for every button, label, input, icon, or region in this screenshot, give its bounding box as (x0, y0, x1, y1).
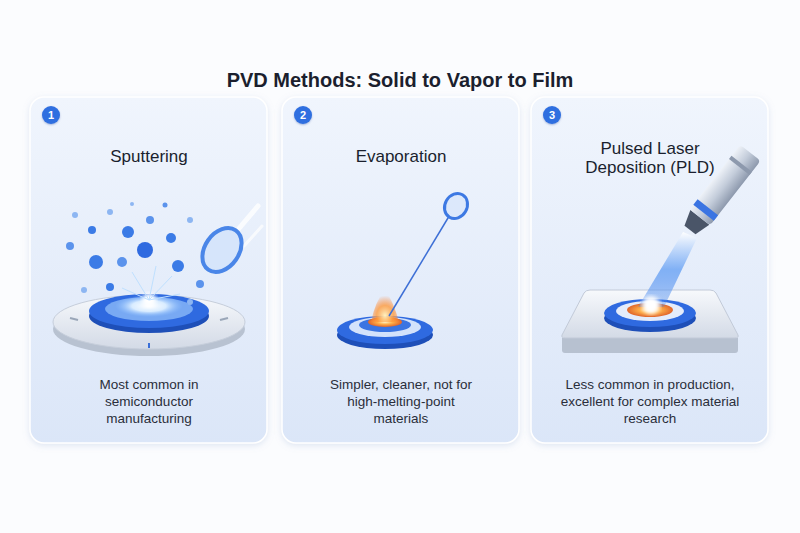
particle (166, 233, 176, 243)
gun-band (693, 199, 718, 221)
evaporation-illustration (337, 189, 472, 349)
particle (72, 212, 78, 218)
particle (172, 260, 184, 272)
method-card: Pulsed Laser Deposition (PLD) Less common… (531, 97, 768, 443)
method-description: Most common in semiconductor manufacturi… (74, 376, 224, 427)
particle (117, 257, 127, 267)
method-heading: Evaporation (301, 147, 501, 166)
particle (130, 202, 134, 206)
spark-ray (149, 266, 156, 300)
particle (137, 242, 153, 258)
substrate-disc (440, 189, 472, 223)
method-description: Simpler, cleaner, not for high-melting-p… (327, 376, 475, 427)
particle (88, 226, 96, 234)
sputtering-illustration (53, 202, 262, 356)
particle (146, 216, 154, 224)
number-badge: 2 (294, 106, 312, 124)
method-heading: Pulsed Laser Deposition (PLD) (564, 139, 736, 177)
callout-number: 2 (300, 110, 306, 121)
motion-streak (236, 206, 258, 232)
method-description: Less common in production, excellent for… (560, 376, 740, 427)
spark-ray (149, 294, 180, 300)
particle (196, 280, 204, 288)
laser-beam (638, 232, 697, 307)
diagram-title: PVD Methods: Solid to Vapor to Film (0, 69, 800, 92)
number-badge: 1 (42, 106, 60, 124)
gun-band (729, 156, 752, 175)
method-card: EvaporationSimpler, cleaner, not for hig… (282, 97, 519, 443)
particle (187, 217, 193, 223)
particle (107, 209, 113, 215)
card-ground (282, 97, 519, 443)
particle (89, 255, 103, 269)
spark-ray (122, 288, 149, 300)
plate-tick (148, 343, 150, 348)
plate-tick (220, 318, 228, 320)
stage-top (562, 290, 738, 338)
motion-streak (244, 226, 262, 246)
plate-tick (70, 318, 78, 320)
vapor-path (389, 213, 451, 316)
number-badge: 3 (543, 106, 561, 124)
callout-number: 1 (48, 110, 54, 121)
particle (81, 287, 87, 293)
card-ground (531, 97, 768, 443)
stage-edge (562, 338, 738, 353)
impact-glow (642, 296, 660, 314)
particle (106, 283, 114, 291)
particle (187, 299, 193, 305)
card-ground (30, 97, 267, 443)
particle (122, 226, 134, 238)
particle (66, 242, 74, 250)
target-disc (194, 221, 249, 280)
method-card: SputteringMost common in semiconductor m… (30, 97, 267, 443)
method-heading: Sputtering (49, 147, 249, 166)
callout-number: 3 (549, 110, 555, 121)
gun-body (690, 145, 761, 226)
particle (163, 203, 168, 208)
